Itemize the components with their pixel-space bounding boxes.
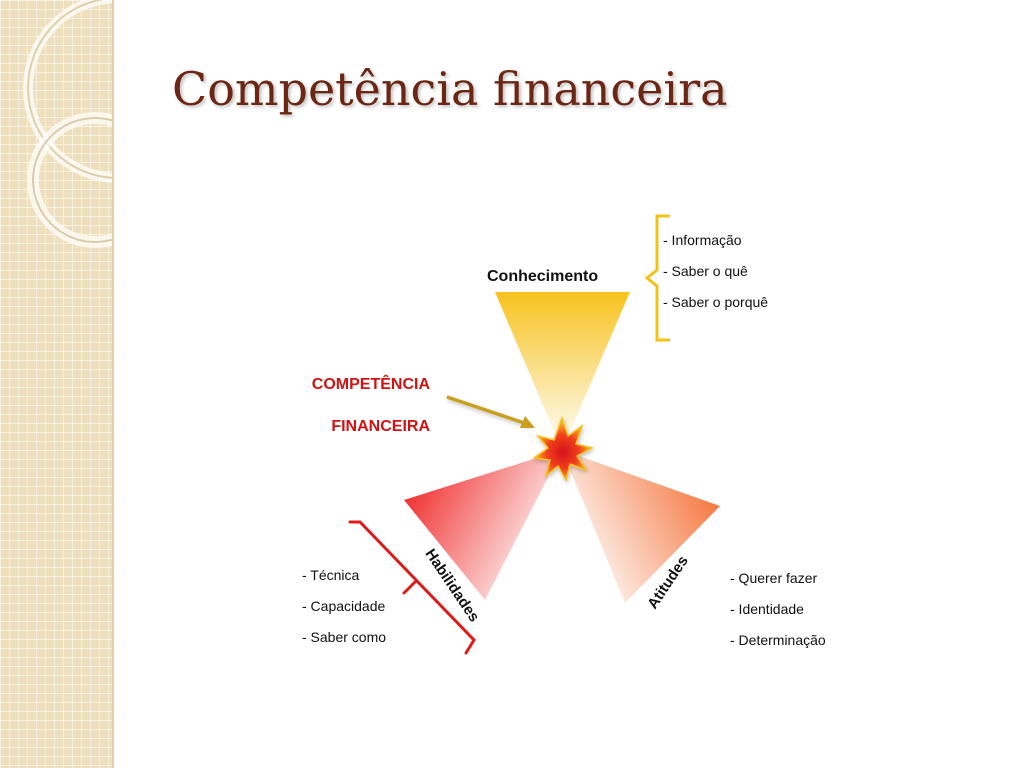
starburst-icon [532, 415, 595, 482]
conhecimento-triangle [495, 292, 630, 450]
list-item: - Informação [663, 232, 742, 248]
list-item: - Saber o porquê [663, 294, 769, 310]
list-item: - Identidade [730, 601, 804, 617]
list-item: - Determinação [730, 632, 826, 648]
conhecimento-label: Conhecimento [487, 268, 599, 285]
atitudes-triangle [562, 450, 720, 603]
list-item: - Saber o quê [663, 263, 748, 279]
pointer-arrowhead-icon [520, 416, 535, 428]
list-item: - Capacidade [302, 598, 386, 614]
center-label-line-2: FINANCEIRA [331, 418, 430, 435]
habilidades-items: - Técnica - Capacidade - Saber como [302, 560, 386, 653]
slide-title: Competência financeira [172, 62, 728, 116]
pointer-arrow [446, 395, 531, 427]
center-label-line-1: COMPETÊNCIA [311, 376, 430, 393]
list-item: - Querer fazer [730, 570, 818, 586]
list-item: - Técnica [302, 567, 360, 583]
atitudes-items: - Querer fazer - Identidade - Determinaç… [730, 563, 826, 656]
decorative-sidebar [0, 0, 114, 768]
conhecimento-items: - Informação - Saber o quê - Saber o por… [663, 225, 768, 318]
conhecimento-bracket [644, 214, 670, 342]
center-label: COMPETÊNCIA FINANCEIRA [250, 364, 430, 448]
habilidades-bracket [348, 520, 476, 655]
list-item: - Saber como [302, 629, 387, 645]
habilidades-triangle [404, 450, 562, 600]
sidebar-rings-decoration [23, 0, 112, 248]
